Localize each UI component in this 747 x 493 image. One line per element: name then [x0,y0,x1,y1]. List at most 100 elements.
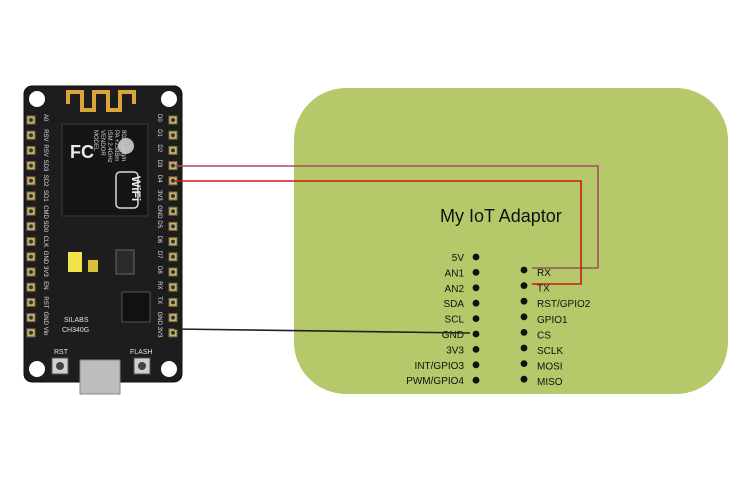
adaptor-right-pin-label: RST/GPIO2 [537,299,591,310]
board-pin-label-left: RST [42,296,48,308]
header-hole-left [29,224,33,229]
board-pin-label-left: EN [42,281,48,289]
board-pin-label-left: 3V3 [42,266,48,277]
espressif-logo-icon [118,138,134,154]
board-pin-label-right: D0 [156,114,162,122]
board-pin-label-right: 3V3 [156,190,162,201]
header-hole-right [171,285,175,290]
module-text-line: PA +25dBm [113,130,119,161]
header-hole-left [29,315,33,320]
adaptor-right-pin [520,360,528,367]
board-pin-label-right: D2 [156,144,162,152]
board-pin-label-right: D8 [156,266,162,274]
chip-label-1: SILABS [64,317,89,324]
header-hole-left [29,163,33,168]
mounting-hole-top-left [29,91,45,107]
wire-gnd-to-gnd [173,328,471,334]
board-pin-label-right: D4 [156,175,162,183]
antenna-trace [66,90,136,112]
board-pin-label-left: RSV [42,129,48,141]
rst-button-cap [56,362,64,370]
board-pin-label-right: GND [156,312,162,326]
module-text-line: MODEL [92,130,98,152]
adaptor-right-pin-label: GPIO1 [537,315,568,326]
adaptor-right-pin-label: RX [537,268,551,279]
header-hole-right [171,118,175,122]
header-hole-right [171,270,175,274]
board-pin-label-left: SD0 [42,220,48,232]
mounting-hole-bottom-left [29,361,45,377]
usb-serial-chip [121,291,151,323]
header-hole-left [29,239,33,244]
adaptor-right-pin-label: TX [537,284,550,295]
header-hole-left [29,148,33,153]
wire-d4-to-tx [174,180,582,285]
module-text-line: 802.11b/g/n [120,130,126,161]
header-hole-right [171,148,175,153]
adaptor-left-pin [472,284,480,292]
board-pin-label-left: CMD [42,205,48,219]
board-pin-label-right: D6 [156,236,162,244]
adaptor-right-pin [520,297,528,305]
header-hole-left [29,330,33,335]
header-hole-left [29,300,33,305]
adaptor-right-pin-label: MISO [537,377,563,388]
header-hole-right [171,209,175,214]
header-hole-right [171,224,175,229]
header-hole-right [171,254,175,259]
adaptor-left-pin-label: GND [442,330,464,341]
board-pin-label-right: TX [156,296,162,304]
adaptor-left-pin-label: SDA [443,299,464,310]
module-text-line: ISM 2.4GHz [106,130,112,163]
board-pin-label-right: RX [156,281,162,289]
header-hole-left [29,133,33,138]
board-pin-label-right: GND [156,205,162,219]
board-pin-label-left: Vin [42,327,48,336]
adaptor-right-pin [520,375,528,383]
adaptor-left-pin [472,346,480,353]
board-pin-label-left: SD1 [42,190,48,202]
header-hole-left [29,254,33,259]
board-pin-label-right: D1 [156,129,162,137]
adaptor-left-pin [472,315,480,322]
module-text-line: VENDOR [99,130,105,156]
led [68,252,82,272]
wire-d3-to-rx [174,165,599,269]
rst-button-label: RST [54,349,69,356]
header-hole-left [29,194,33,198]
board-pin-label-left: CLK [42,236,48,248]
adaptor-left-pin-label: 5V [452,253,465,264]
header-hole-left [29,178,33,183]
adaptor-right-pin-label: SCLK [537,346,563,357]
adaptor-title: My IoT Adaptor [440,206,562,226]
header-hole-right [171,330,175,335]
adaptor-right-pin [520,313,528,321]
adaptor-left-pin [472,253,480,261]
board-pin-label-right: 3V3 [156,327,162,338]
micro-usb-port [79,359,121,395]
adaptor-right-pin [520,344,528,352]
adaptor-right-pin [520,282,528,289]
adaptor-left-pin [472,299,480,307]
adaptor-left-pin-label: PWM/GPIO4 [406,376,464,387]
board-pin-label-left: GND [42,312,48,326]
adaptor-right-pin [520,329,528,336]
adaptor-left-pin-label: SCL [445,315,465,326]
iot-adaptor-board [294,88,728,394]
esp-module [61,123,149,217]
header-hole-left [29,209,33,214]
board-pin-label-left: A0 [42,114,48,122]
header-hole-right [171,194,175,198]
header-hole-right [171,315,175,320]
adaptor-left-pin-label: AN1 [445,268,465,279]
smd-component [88,260,98,272]
flash-button-cap [138,362,146,370]
board-pin-label-left: GND [42,251,48,265]
adaptor-right-pin-label: CS [537,330,551,341]
mounting-hole-top-right [161,91,177,107]
header-hole-right [171,300,175,305]
adaptor-right-pin-label: MOSI [537,362,563,373]
adaptor-right-pin [520,266,528,274]
